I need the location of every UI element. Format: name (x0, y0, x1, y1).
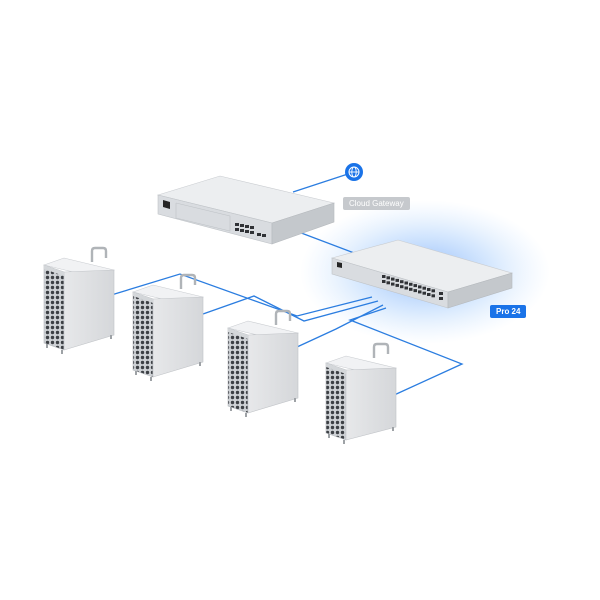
server-3[interactable] (226, 309, 300, 417)
cable-server-1 (107, 273, 373, 317)
pro-24-switch-device[interactable] (330, 239, 514, 309)
cables (107, 171, 464, 397)
switch-ports (382, 275, 443, 300)
cable-internet (292, 171, 355, 193)
cable-server-3 (296, 304, 384, 348)
gateway-ports (235, 223, 266, 237)
globe-icon[interactable] (345, 163, 363, 181)
server-2[interactable] (131, 273, 205, 381)
cable-server-2 (202, 295, 379, 322)
server-1[interactable] (42, 246, 116, 354)
pro-24-label: Pro 24 (490, 305, 527, 318)
cloud-gateway-device[interactable] (156, 175, 336, 245)
cloud-gateway-label: Cloud Gateway (343, 197, 410, 210)
server-4[interactable] (324, 342, 398, 444)
cable-server-4 (348, 307, 464, 397)
